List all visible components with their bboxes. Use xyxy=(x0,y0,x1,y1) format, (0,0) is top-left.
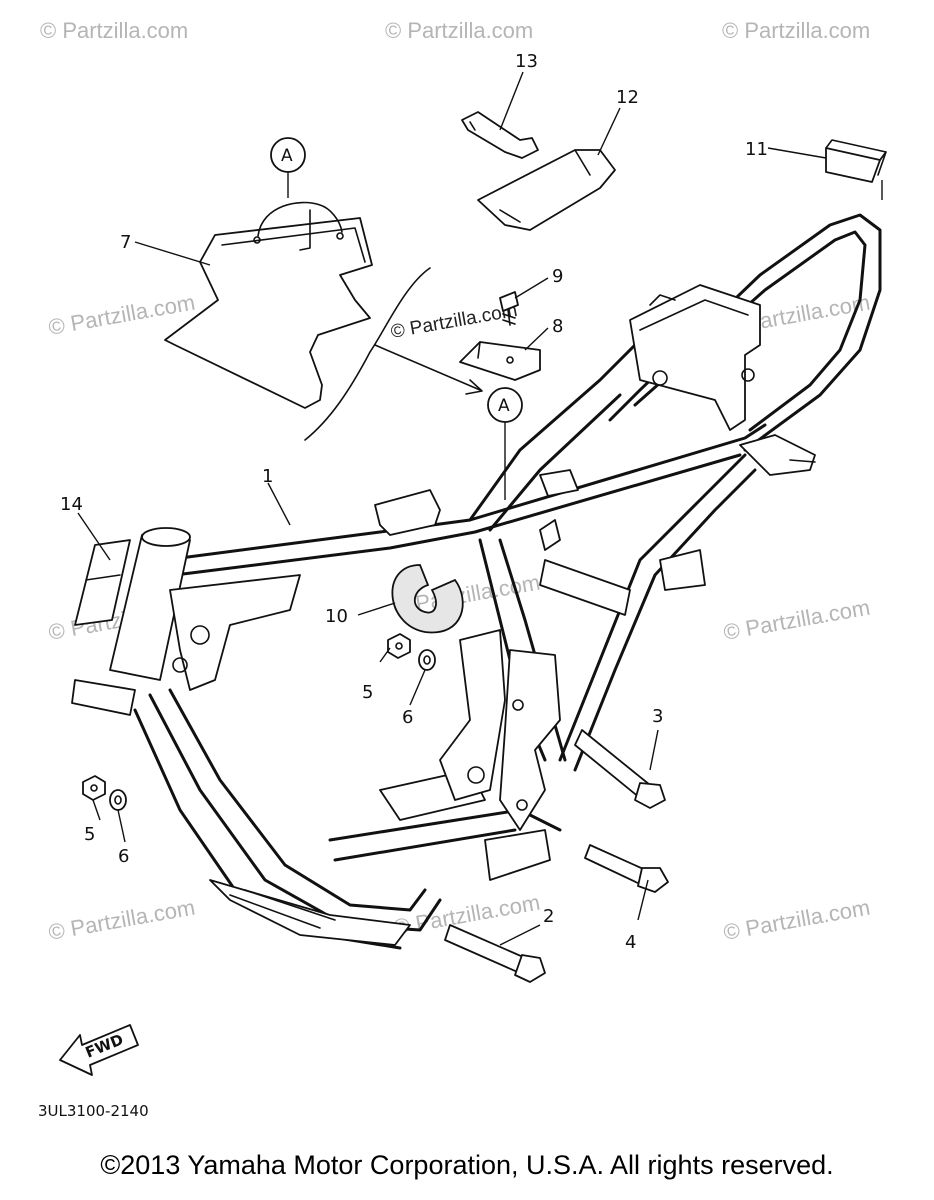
main-frame xyxy=(71,213,882,950)
callout-a-label: A xyxy=(281,146,293,166)
watermark: © Partzilla.com xyxy=(40,18,188,43)
part-number-3: 3 xyxy=(652,706,663,727)
part-number-1: 1 xyxy=(262,466,273,487)
nut-part xyxy=(387,633,411,659)
watermark: © Partzilla.com xyxy=(722,18,870,43)
watermark: © Partzilla.com xyxy=(722,895,872,945)
part-number-6: 6 xyxy=(402,707,413,728)
part-number-6: 6 xyxy=(118,846,129,867)
part-number-5: 5 xyxy=(362,682,373,703)
washer-part xyxy=(109,789,127,811)
part-number-8: 8 xyxy=(552,316,563,337)
long-bolt-part xyxy=(584,844,669,893)
damper-pad-part xyxy=(74,539,131,626)
watermark: © Partzilla.com xyxy=(722,595,872,645)
part-number-11: 11 xyxy=(745,139,768,160)
part-number-14: 14 xyxy=(60,494,83,515)
damper-c-part xyxy=(391,564,464,634)
cover-part xyxy=(477,149,616,231)
part-number-12: 12 xyxy=(616,87,639,108)
damper-block-part xyxy=(825,139,887,183)
watermark: © Partzilla.com xyxy=(389,300,519,343)
copyright-notice: ©2013 Yamaha Motor Corporation, U.S.A. A… xyxy=(100,1150,834,1180)
plate-part xyxy=(164,201,483,441)
part-numbers: 1 2 3 4 5 6 5 6 7 8 9 10 11 12 13 14 xyxy=(60,51,768,953)
fwd-arrow-icon: FWD xyxy=(59,1024,139,1076)
band-part xyxy=(461,111,539,159)
callout-a-top: A xyxy=(270,137,306,198)
watermark: © Partzilla.com xyxy=(385,18,533,43)
nut-part xyxy=(82,775,106,801)
part-number-5: 5 xyxy=(84,824,95,845)
part-number-10: 10 xyxy=(325,606,348,627)
part-number-13: 13 xyxy=(515,51,538,72)
washer-part xyxy=(418,649,436,671)
long-bolt-part xyxy=(444,924,546,983)
long-bolt-part xyxy=(574,729,666,809)
part-number-4: 4 xyxy=(625,932,636,953)
watermark: © Partzilla.com xyxy=(47,895,197,945)
callout-a-label: A xyxy=(498,396,510,416)
part-number-7: 7 xyxy=(120,232,131,253)
callout-a-frame: A xyxy=(487,387,523,500)
leader-lines xyxy=(77,71,883,946)
small-bolt-part xyxy=(499,291,519,326)
diagram-code: 3UL3100-2140 xyxy=(38,1102,149,1120)
part-number-2: 2 xyxy=(543,906,554,927)
part-number-9: 9 xyxy=(552,266,563,287)
bracket-part xyxy=(459,341,541,381)
